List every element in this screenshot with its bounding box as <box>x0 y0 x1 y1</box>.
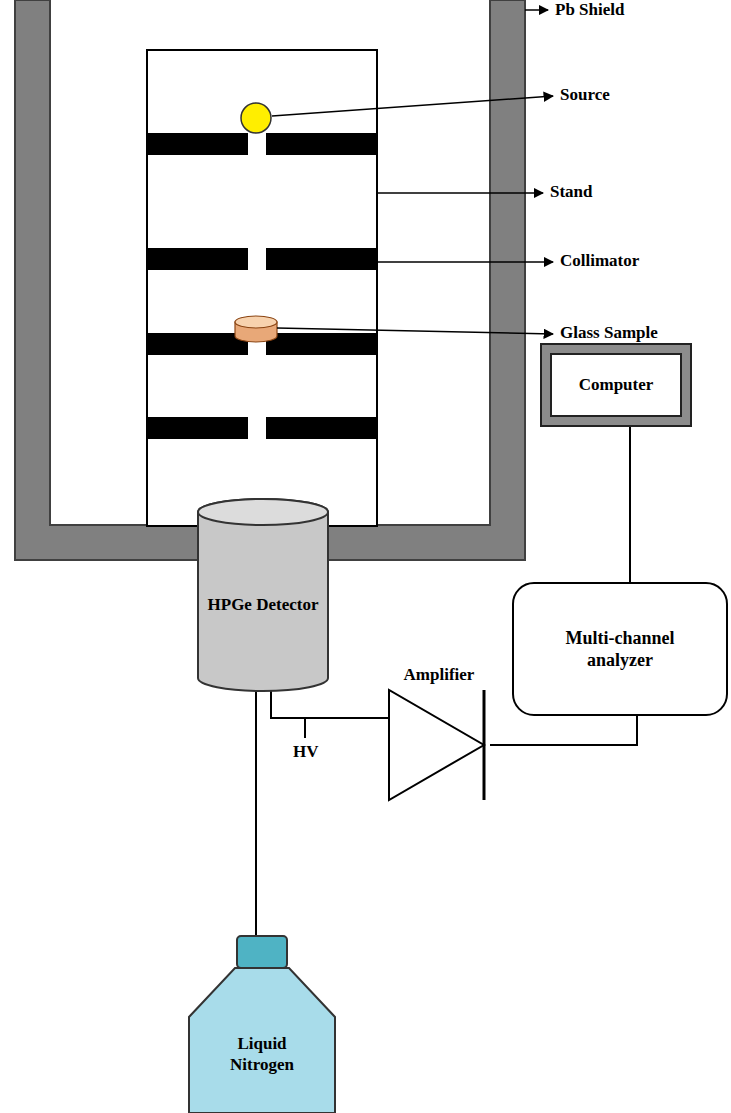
callout-label: Pb Shield <box>555 0 624 20</box>
amp-outline <box>388 664 490 802</box>
sample-stand <box>147 50 377 526</box>
signal-label: HV <box>293 742 319 762</box>
node-label: Multi-channel analyzer <box>544 627 696 672</box>
computer-monitor: Computer <box>542 345 690 425</box>
signal-wire <box>490 716 637 745</box>
callout-label: Glass Sample <box>560 323 658 343</box>
node-label: Computer <box>579 374 654 395</box>
node-label: Amplifier <box>404 664 475 685</box>
cyl-outline <box>197 498 329 692</box>
hv-tap <box>304 718 306 738</box>
leader-lines <box>272 10 553 334</box>
gamma-source <box>241 103 271 133</box>
bottle-outline <box>187 935 337 1113</box>
node-label: Liquid Nitrogen <box>207 1033 317 1076</box>
glass-sample <box>235 316 277 342</box>
nitrogen-dewar: Liquid Nitrogen <box>187 935 337 1113</box>
lead-shield <box>15 0 525 560</box>
signal-wire <box>271 691 388 718</box>
analyzer-box: Multi-channel analyzer <box>512 582 728 716</box>
signal-wire <box>255 691 257 935</box>
node-label: HPGe Detector <box>208 594 319 615</box>
callout-label: Collimator <box>560 251 639 271</box>
hpge-detector: HPGe Detector <box>197 498 329 692</box>
signal-wire <box>629 425 631 582</box>
callout-label: Source <box>560 85 610 105</box>
callout-label: Stand <box>550 182 593 202</box>
collimator-bars <box>147 133 377 439</box>
amplifier-symbol: Amplifier <box>388 664 490 802</box>
